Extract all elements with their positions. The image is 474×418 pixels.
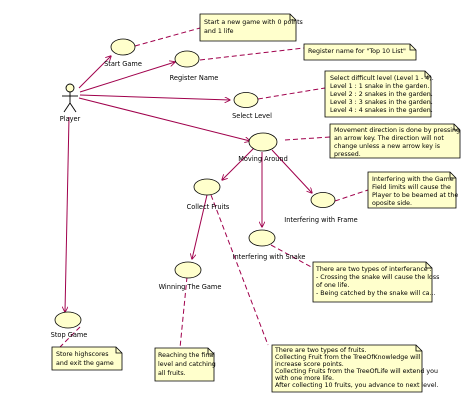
actor-player[interactable]: Player: [60, 83, 81, 123]
note-links: [59, 27, 369, 349]
note-winning-line: level and catching: [158, 361, 216, 368]
use-case-winning-the-game[interactable]: Winning The Game: [159, 261, 222, 291]
note-link-winning: [179, 276, 188, 349]
association-select-level: [79, 94, 230, 100]
note-select-level-line: Select difficult level (Level 1 - 4).: [330, 75, 434, 82]
note-moving-around-line: change unless a new arrow key is: [334, 143, 440, 150]
association-register-name: [79, 62, 175, 93]
note-winning-the-game[interactable]: Reaching the final level and catching al…: [154, 347, 216, 382]
actor-figure-icon: [62, 92, 78, 113]
use-case-moving-around-label: Moving Around: [238, 155, 288, 163]
note-stop-game[interactable]: Store highscores and exit the game: [51, 346, 123, 371]
note-start-game-line: and 1 life: [204, 28, 234, 35]
note-select-level[interactable]: Select difficult level (Level 1 - 4). Le…: [324, 70, 434, 118]
use-case-interfering-with-snake-oval: [248, 229, 276, 247]
note-interfering-with-frame[interactable]: Interfering with the Game Field limits w…: [367, 171, 458, 209]
note-snake-line: - Being catched by the snake will ca...: [316, 290, 436, 297]
link-moving-frame: [271, 149, 312, 193]
link-moving-collect: [222, 147, 255, 180]
note-frame-line: oposite side.: [372, 200, 412, 207]
note-collect-fruits[interactable]: There are two types of fruits. Collectin…: [271, 344, 438, 393]
use-case-stop-game[interactable]: Stop Game: [51, 311, 88, 339]
note-frame-line: Field limits will cause the: [372, 184, 451, 191]
notes: Start a new game with 0 points and 1 lif…: [51, 13, 461, 393]
note-collect-fruits-line: Collecting Fruit from the TreeOfKnowledg…: [275, 354, 421, 361]
associations: [65, 56, 250, 312]
note-stop-game-line: Store highscores: [56, 351, 109, 358]
note-collect-fruits-line: with one more life.: [275, 375, 334, 382]
note-select-level-line: Level 3 : 3 snakes in the garden.: [330, 99, 433, 106]
note-moving-around-line: pressed.: [334, 151, 361, 158]
use-case-select-level-oval: [233, 92, 259, 108]
use-case-register-name-label: Register Name: [170, 74, 219, 82]
note-link-select-level: [257, 87, 326, 100]
actor-label: Player: [60, 115, 81, 123]
note-frame-line: Interfering with the Game: [372, 176, 454, 183]
link-collect-winning: [192, 194, 208, 259]
note-collect-fruits-line: After collecting 10 fruits, you advance …: [275, 382, 438, 389]
use-case-interfering-with-frame[interactable]: Interfering with Frame: [284, 192, 358, 225]
use-case-start-game[interactable]: Start Game: [104, 38, 142, 68]
note-frame-line: Player to be beamed at the: [372, 192, 458, 199]
note-start-game-line: Start a new game with 0 points: [204, 19, 303, 26]
use-case-moving-around-oval: [248, 132, 278, 152]
note-register-name-line: Register name for "Top 10 List": [308, 48, 406, 55]
use-case-stop-game-label: Stop Game: [51, 331, 88, 339]
use-case-winning-the-game-oval: [174, 261, 202, 279]
use-case-winning-the-game-label: Winning The Game: [159, 283, 222, 291]
note-collect-fruits-line: There are two types of fruits.: [274, 347, 366, 354]
use-case-register-name-oval: [174, 50, 200, 68]
note-link-start-game: [134, 27, 201, 47]
note-collect-fruits-line: increase score points.: [275, 361, 344, 368]
note-interfering-with-snake[interactable]: There are two types of interferance : - …: [312, 261, 439, 303]
use-case-start-game-label: Start Game: [104, 60, 142, 68]
note-link-register-name: [199, 47, 305, 61]
use-case-collect-fruits-label: Collect Fruits: [187, 203, 230, 211]
note-winning-line: Reaching the final: [158, 352, 215, 359]
association-start-game: [78, 56, 111, 89]
note-link-stop-game: [59, 326, 81, 348]
use-case-interfering-with-frame-oval: [310, 192, 336, 208]
use-case-register-name[interactable]: Register Name: [170, 50, 219, 82]
note-register-name[interactable]: Register name for "Top 10 List": [303, 43, 417, 61]
association-stop-game: [65, 116, 70, 312]
note-stop-game-line: and exit the game: [56, 360, 114, 367]
association-moving-around: [78, 97, 250, 141]
actor-head: [65, 83, 75, 93]
note-winning-line: all fruits.: [158, 370, 186, 377]
note-link-moving-around: [284, 136, 331, 141]
use-case-interfering-with-snake-label: Interfering with Snake: [233, 253, 306, 261]
extends-links: [192, 147, 312, 259]
note-snake-line: There are two types of interferance :: [315, 266, 432, 273]
note-snake-line: - Crossing the snake will cause the loss: [316, 274, 439, 281]
note-collect-fruits-line: Collecting Fruits from the TreeOfLife wi…: [275, 368, 438, 375]
note-select-level-line: Level 4 : 4 snakes in the garden.: [330, 107, 433, 114]
use-case-interfering-with-frame-label: Interfering with Frame: [284, 216, 358, 224]
note-moving-around-line: an arrow key. The direction will not: [334, 135, 444, 142]
note-start-game[interactable]: Start a new game with 0 points and 1 lif…: [199, 13, 303, 42]
note-link-frame: [334, 189, 369, 202]
use-case-moving-around[interactable]: Moving Around: [238, 132, 288, 163]
use-case-interfering-with-snake[interactable]: Interfering with Snake: [233, 229, 306, 261]
use-cases: Start Game Register Name Select Level Mo…: [51, 38, 358, 339]
use-case-collect-fruits-oval: [193, 178, 221, 196]
use-case-select-level[interactable]: Select Level: [232, 92, 272, 121]
note-select-level-line: Level 2 : 2 snakes in the garden.: [330, 91, 433, 98]
note-moving-around-line: Movement direction is done by pressing: [334, 127, 460, 134]
use-case-start-game-oval: [110, 38, 136, 56]
note-snake-line: of one life.: [316, 282, 349, 289]
note-moving-around[interactable]: Movement direction is done by pressing a…: [329, 123, 461, 159]
use-case-stop-game-oval: [54, 311, 82, 329]
use-case-collect-fruits[interactable]: Collect Fruits: [187, 178, 230, 211]
use-case-select-level-label: Select Level: [232, 112, 272, 120]
note-link-collect-fruits: [210, 194, 269, 346]
note-select-level-line: Level 1 : 1 snake in the garden.: [330, 83, 429, 90]
